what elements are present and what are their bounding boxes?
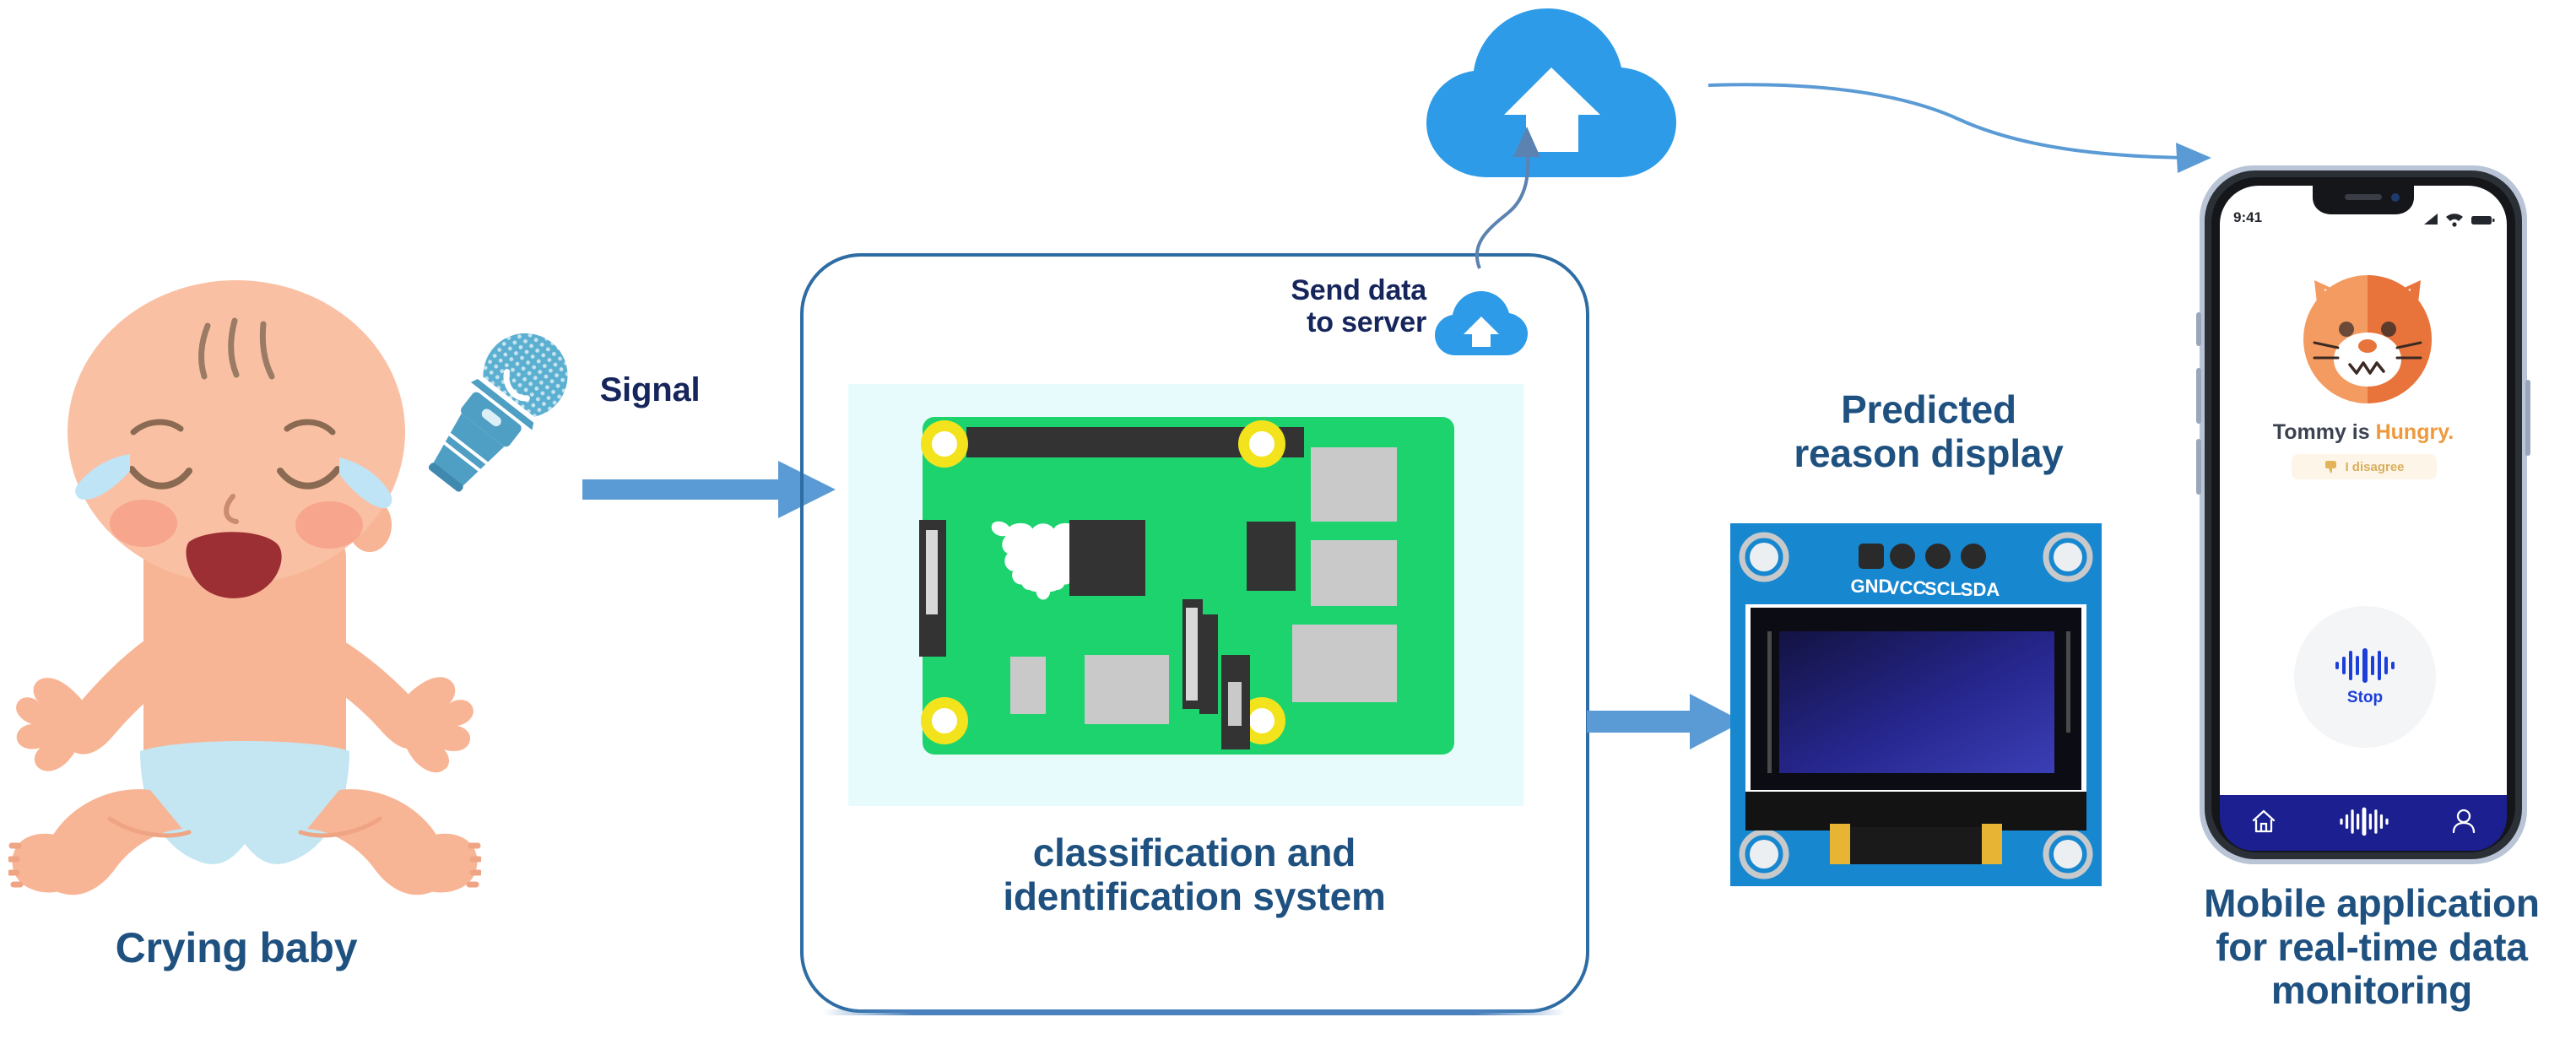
nav-waveform-icon[interactable] [2338,806,2390,841]
nav-profile-icon[interactable] [2451,808,2476,839]
nav-home-icon[interactable] [2250,808,2277,839]
prediction-prefix: Tommy is [2272,420,2376,444]
display-arrow-icon [1587,692,1747,751]
oled-display-module: GND VCC SCL SDA [1730,523,2102,886]
disagree-button[interactable]: I disagree [2292,454,2437,479]
curved-right-arrow-icon [1705,46,2245,207]
wifi-icon [2446,214,2463,227]
display-caption: Predicted reason display [1794,387,2064,475]
baby-caption: Crying baby [115,924,358,971]
disagree-label: I disagree [2345,459,2405,474]
stop-button-label: Stop [2346,689,2384,706]
cloud-upload-icon-small [1435,291,1528,363]
svg-text:SDA: SDA [1961,579,2000,600]
signal-arrow-icon [582,456,844,523]
status-time: 9:41 [2233,209,2263,225]
microphone-icon [426,329,612,515]
prediction-text: Tommy is Hungry. [2228,420,2498,445]
raspberry-pi-board [916,412,1473,783]
signal-label: Signal [599,371,701,408]
phone-bottom-nav [2220,795,2507,851]
mobile-caption: Mobile application for real-time data mo… [2204,881,2540,1013]
battery-icon [2471,216,2495,225]
svg-text:GND: GND [1851,576,1892,597]
system-caption: classification and identification system [1003,830,1386,918]
cat-face-icon [2289,262,2446,407]
svg-text:SCL: SCL [1924,578,1962,599]
svg-text:VCC: VCC [1887,577,1927,598]
stop-record-button[interactable]: Stop [2294,606,2436,748]
prediction-value: Hungry. [2375,420,2454,444]
system-box-shadow [823,1009,1566,1015]
cellular-signal-icon [2424,214,2438,225]
curved-up-arrow-icon [1464,101,1616,270]
send-data-label: Send data to server [1291,274,1426,339]
waveform-icon [2335,648,2395,683]
phone-status-bar: 9:41 [2228,209,2498,231]
thumbs-down-icon [2325,461,2337,473]
crying-baby-illustration [7,279,483,903]
mobile-phone-mockup [2194,160,2532,869]
